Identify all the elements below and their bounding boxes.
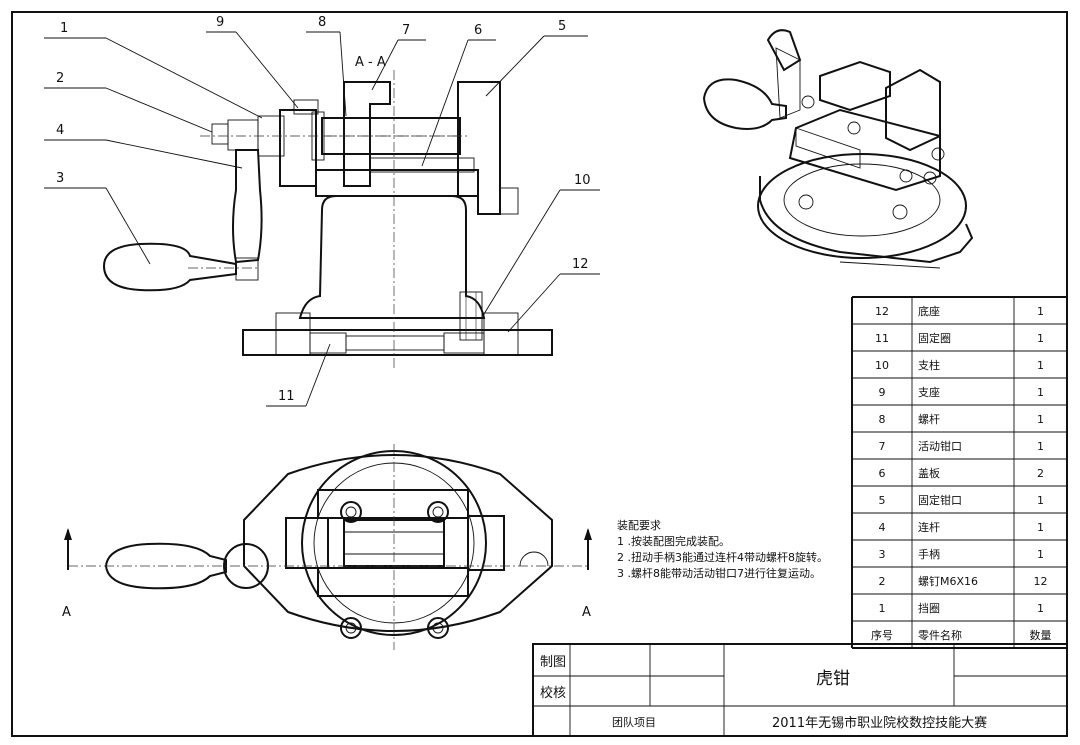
balloon-11: 11	[278, 389, 295, 404]
balloon-2: 2	[56, 71, 64, 86]
sheet-border	[11, 11, 1068, 737]
bom-row-number: 5	[879, 494, 886, 507]
bom-row-number: 3	[879, 548, 886, 561]
balloon-6: 6	[474, 23, 482, 38]
section-view-a-a: A - A	[102, 55, 553, 370]
bom-header-number: 序号	[871, 628, 893, 642]
bom-header-qty: 数量	[1030, 629, 1052, 642]
bom-row-name: 支柱	[918, 358, 940, 372]
bom-row-number: 4	[879, 521, 886, 534]
support-block	[279, 109, 317, 187]
bom-row-name: 固定圈	[918, 331, 951, 345]
bom-row-name: 盖板	[918, 466, 940, 480]
bom-row-qty: 1	[1037, 386, 1044, 399]
bom-row-number: 6	[879, 467, 886, 480]
pillar	[298, 195, 486, 319]
checked-by-label: 校核	[540, 685, 566, 701]
balloon-9: 9	[216, 15, 224, 30]
bom-row-number: 7	[879, 440, 886, 453]
view-marker-left: A	[62, 605, 71, 620]
title-block: 制图 校核 虎钳 团队项目 2011年无锡市职业院校数控技能大赛	[532, 643, 1068, 737]
bom-row-name: 螺杆	[918, 412, 940, 426]
balloon-10: 10	[574, 173, 591, 188]
bom-header-name: 零件名称	[918, 628, 962, 642]
view-marker-right: A	[582, 605, 591, 620]
bom-row-qty: 1	[1037, 359, 1044, 372]
moving-jaw	[343, 81, 391, 187]
bom-row-number: 8	[879, 413, 886, 426]
bom-row-name: 挡圈	[918, 601, 940, 615]
nut	[227, 119, 259, 151]
bom-row-name: 固定钳口	[918, 493, 962, 507]
bom-row-name: 支座	[918, 385, 940, 399]
top-view: A A	[62, 444, 592, 650]
balloon-1: 1	[60, 21, 68, 36]
notes-heading: 装配要求	[617, 519, 661, 532]
drawn-by-label: 制图	[540, 655, 566, 670]
bom-row-qty: 12	[1034, 575, 1048, 588]
team-project-label: 团队项目	[612, 715, 656, 729]
support-cap	[293, 99, 319, 115]
screw-head	[211, 123, 229, 145]
bom-row-qty: 1	[1037, 494, 1044, 507]
bom-row-name: 手柄	[918, 547, 940, 561]
balloon-12: 12	[572, 257, 589, 272]
bom-row-number: 1	[879, 602, 886, 615]
bom-row-number: 2	[879, 575, 886, 588]
jaw-screw	[499, 187, 519, 215]
base-plate	[242, 329, 553, 356]
organization-name: 2011年无锡市职业院校数控技能大赛	[772, 715, 987, 731]
bom-row-name: 底座	[918, 304, 940, 318]
note-item-2: 2 .扭动手柄3能通过连杆4带动螺杆8旋转。	[617, 551, 828, 564]
assembly-notes: 装配要求 1 .按装配图完成装配。 2 .扭动手柄3能通过连杆4带动螺杆8旋转。…	[617, 518, 828, 582]
base-left-hatch	[275, 312, 311, 356]
bom-row-qty: 2	[1037, 467, 1044, 480]
bom-row-name: 螺钉M6X16	[918, 575, 978, 588]
fixing-ring-right	[443, 332, 485, 354]
bom-row-qty: 1	[1037, 305, 1044, 318]
balloon-5: 5	[558, 19, 566, 34]
bom-row-qty: 1	[1037, 602, 1044, 615]
bom-row-number: 9	[879, 386, 886, 399]
bom-row-qty: 1	[1037, 521, 1044, 534]
bom-row-qty: 1	[1037, 548, 1044, 561]
balloon-3: 3	[56, 171, 64, 186]
base-screw	[459, 291, 483, 341]
bom-row-qty: 1	[1037, 413, 1044, 426]
balloon-labels: 1 2 4 3 9 8 7 6 5 10 12 11	[56, 15, 591, 404]
cross-plate	[315, 169, 479, 197]
ring-plate	[345, 335, 445, 351]
bom-row-name: 连杆	[918, 520, 940, 534]
note-item-3: 3 .螺杆8能带动活动钳口7进行往复运动。	[617, 567, 821, 580]
balloon-8: 8	[318, 15, 326, 30]
bom-row-number: 12	[875, 305, 889, 318]
base-right-hatch	[483, 312, 519, 356]
bom-row-qty: 1	[1037, 332, 1044, 345]
bom-row-name: 活动钳口	[918, 440, 962, 453]
section-leaders	[44, 31, 600, 407]
bom-row-qty: 1	[1037, 440, 1044, 453]
part-name: 虎钳	[816, 669, 850, 689]
note-item-1: 1 .按装配图完成装配。	[617, 535, 730, 548]
handle-knob	[102, 242, 237, 292]
section-label: A - A	[355, 55, 386, 70]
balloon-4: 4	[56, 123, 64, 138]
balloon-7: 7	[402, 23, 410, 38]
isometric-view	[702, 29, 974, 269]
cover-plate	[369, 157, 475, 173]
bom-row-number: 10	[875, 359, 889, 372]
bom-row-number: 11	[875, 332, 889, 345]
